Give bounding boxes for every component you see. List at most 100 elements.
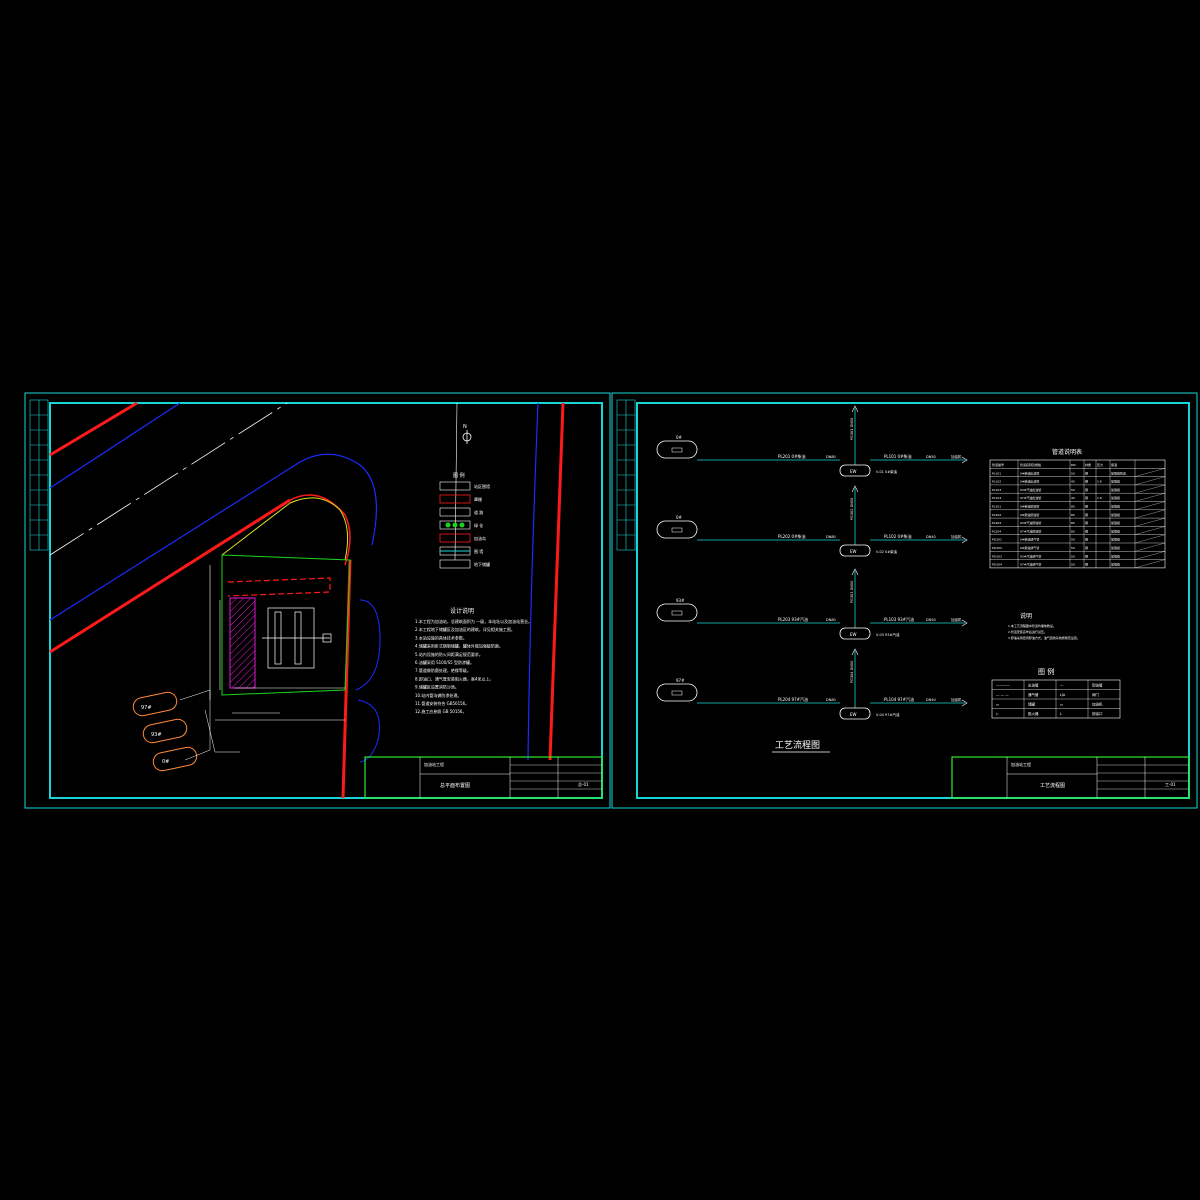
table-cell: 加强级 [1111,504,1120,509]
table-diag [1134,551,1166,560]
out-pipe-label: PL101 0#柴油 [884,453,911,459]
tank-label: 0# [162,759,169,765]
legend-cell: 储罐 [1028,702,1036,707]
north-compass: N [462,424,472,444]
valve-tag: V-04 97#汽油 [876,712,900,717]
table-cell: 93#汽油出油管 [1020,487,1041,492]
legend-cell: ▭ [996,703,999,707]
title-sheet-name: 工艺流程图 [1040,782,1065,789]
vent-label: PG303 DN50 [850,581,854,603]
table-cell: 钢 [1085,545,1088,550]
table-diag [1134,534,1166,544]
table-cell: PL103 [992,488,1001,492]
dispenser-label: 加油机 [951,454,962,459]
tank-nozzle [671,447,683,453]
table-cell: 钢 [1085,487,1088,492]
vent-label: PG302 DN50 [850,498,854,520]
tank-shape [656,683,698,702]
table-cell: 加强级 [1111,487,1120,492]
title-drawing-no: 总-01 [578,781,589,787]
table-cell: PG304 [992,563,1002,567]
table-diag [1134,501,1166,510]
valve-tag: V-03 93#汽油 [876,632,900,637]
note-line: 12.施工应参照 GB 50156。 [415,708,466,714]
legend-item: 绿 化 [474,522,483,528]
site-dims [215,687,345,721]
note-line: 6.油罐采用 S100/S5 型防渗罐。 [415,659,474,665]
flow-arrow-icon [961,699,968,707]
out-pipe-label: PL102 0#柴油 [884,533,911,539]
table-cell: PL102 [992,480,1001,484]
fill-pipe-dn: DN80 [826,535,836,539]
table-cell: 钢 [1085,562,1088,567]
table-cell: 0#柴油出油管 [1020,479,1039,484]
table-cell: 40 [1071,480,1075,484]
table-cell: 80 [1071,505,1075,509]
legend-cell: ▭ [1060,703,1063,707]
right-inner-frame [636,402,1190,799]
legend-cell: 卸油口 [1092,711,1103,716]
legend-item: 地下储罐 [474,561,490,567]
table-diag [1134,526,1166,535]
left-legend: 图 例 站区围墙 罩棚 道 路 绿 化 加油岛 围 墙 地下储罐 [439,472,490,569]
table-cell: PL202 [992,513,1001,517]
flow-arrow-icon [961,456,968,464]
note-line: 5.站内设施的防火间距满足规范要求。 [415,651,483,657]
pump-box [839,627,871,640]
fill-pipe-dn: DN80 [826,618,836,622]
table-cell: 1.6 [1097,496,1102,500]
table-header: 管道名称及规格 [1020,462,1041,467]
table-cell: 0#柴油卸油管 [1020,504,1039,509]
notes-title: 说明 [1020,612,1032,620]
left-sheet: 97# 93# 0# N 图 例 站区围墙 罩棚 道 路 [24,392,611,809]
fill-pipe-label: PL202 0#柴油 [778,533,805,539]
table-cell: 钢 [1085,537,1088,542]
title-project: 加油站工程 [1011,761,1031,767]
table-cell: 0#柴油出油管 [1020,470,1039,475]
table-header: DN [1071,463,1076,467]
table-cell: 50 [1071,488,1075,492]
table-cell: 加强级 [1111,528,1120,533]
pump-box [839,464,871,477]
table-cell: PL203 [992,521,1001,525]
table-cell: 钢 [1085,512,1088,517]
table-header: 压力 [1097,462,1103,467]
dispenser-label: 加油机 [951,534,962,539]
table-diag [1134,542,1166,552]
out-pipe-dn: DN40 [926,535,936,539]
note-line: 8.卸油口、通气管安装阻火器，高4米以上。 [415,675,493,681]
table-title: 管道说明表 [1052,448,1082,456]
legend-cell: 出油管 [1028,683,1039,688]
underground-tanks: 97# 93# 0# [132,689,240,772]
table-cell: 加强级 [1111,520,1120,525]
right-outer-frame [611,392,1198,809]
tank-shape [656,603,698,622]
fill-pipe-label: PL201 0#柴油 [778,453,805,459]
note-line: 3.本站设施的具体技术参数。 [415,634,467,640]
table-cell: PG303 [992,554,1002,558]
site-boundary [209,554,351,700]
table-cell: 97#汽油出油管 [1020,495,1041,500]
table-cell: 加强级 [1111,545,1120,550]
out-pipe-dn: DN50 [926,455,936,459]
fill-pipe-dn: DN80 [826,698,836,702]
table-border [989,459,1166,569]
note-line: 2.管道安装完毕后进行试压。 [1008,629,1047,634]
valve-tag: V-02 0#柴油 [876,549,898,554]
legend-cell: — — — [996,693,1009,697]
table-cell: 50 [1071,554,1075,558]
legend-item: 站区围墙 [474,483,490,489]
table-cell: 钢 [1085,553,1088,558]
legend-title: 图 例 [1038,667,1054,676]
out-pipe-label: PL104 97#汽油 [884,696,914,702]
road-lines [49,401,565,799]
valve-tag: V-01 0#柴油 [876,469,898,474]
right-binding-strip [616,399,636,551]
tank-label: 97# [141,705,152,711]
table-cell: 80 [1071,513,1075,517]
table-header: 材质 [1085,462,1091,467]
table-cell: 加强级 [1111,562,1120,567]
